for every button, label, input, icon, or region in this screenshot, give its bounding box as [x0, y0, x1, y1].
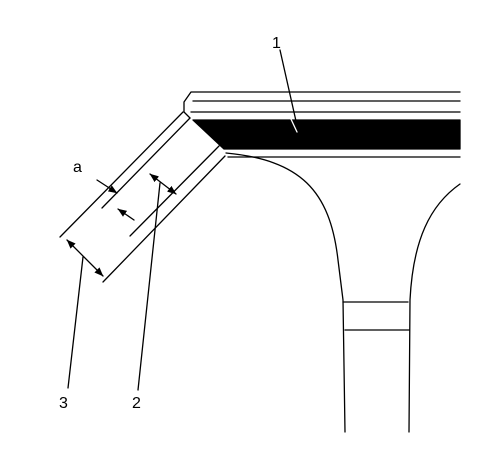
leader-line-2 [137, 182, 161, 391]
valve-neck-right-curve [408, 183, 461, 433]
label-dimension-a: a [73, 159, 82, 176]
dimension-a-arrow-lower [117, 208, 135, 221]
valve-stem [225, 152, 461, 433]
label-part-2: 2 [132, 395, 141, 412]
seat-face-inner-line [101, 117, 191, 209]
leader-lines [67, 49, 299, 391]
valve-face-band [192, 119, 461, 150]
valve-head-outline [183, 91, 461, 119]
leader-line-1 [279, 49, 299, 131]
leader-line-1-inband [289, 116, 298, 133]
label-part-1: 1 [272, 35, 281, 52]
dimension-3-arrow [66, 239, 104, 277]
dimension-2-arrow [149, 173, 177, 195]
dimension-a-arrow-upper [96, 179, 118, 194]
leader-line-3 [67, 256, 84, 389]
valve-head [183, 91, 461, 158]
seat-contact-line-2 [102, 155, 226, 283]
valve-neck-left-curve [225, 152, 346, 433]
seat-face-outer-line [59, 111, 184, 238]
seat-contact-line-1 [129, 145, 220, 237]
valve-seat-face [59, 111, 226, 283]
label-part-3: 3 [59, 395, 68, 412]
dimension-arrows [66, 173, 177, 277]
